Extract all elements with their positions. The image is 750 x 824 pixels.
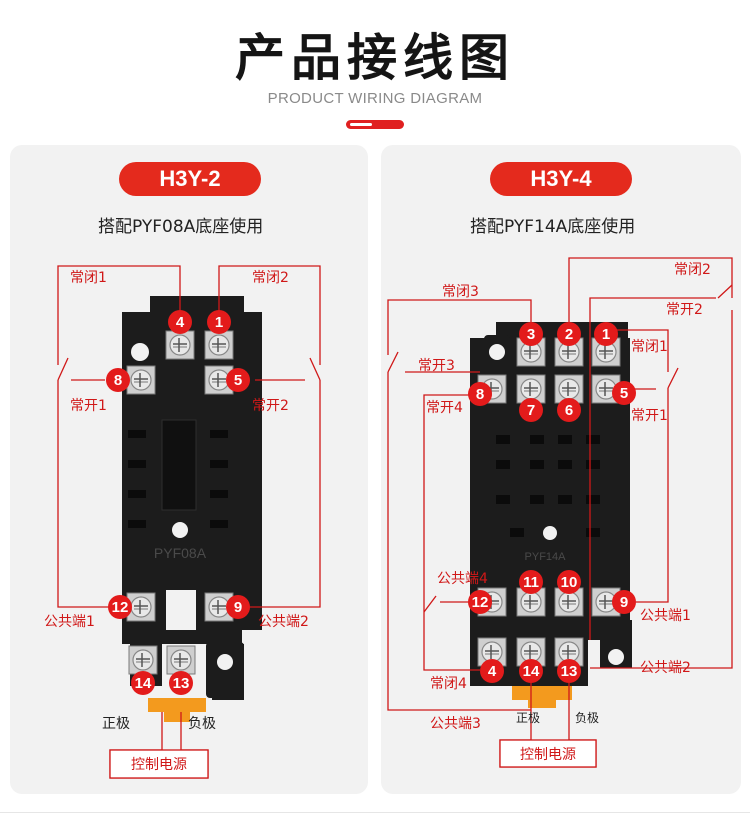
h3y-4-label-nc1: 常闭1 (631, 339, 668, 355)
h3y-4-terminal-7: 7 (527, 402, 535, 419)
h3y-4-terminal-8: 8 (476, 386, 484, 403)
h3y-4-label-nc4: 常闭4 (430, 676, 467, 692)
title-divider-highlight (350, 123, 372, 126)
h3y-4-base-marking: PYF14A (525, 551, 567, 563)
h3y-2-switches (57, 357, 321, 381)
h3y-2-label-positive: 正极 (102, 716, 130, 732)
h3y-2-terminal-9: 9 (234, 599, 242, 616)
h3y-2-terminal-14: 14 (135, 675, 152, 692)
h3y-2-orange-tab (148, 698, 206, 722)
model-badge-h3y-4: H3Y-4 (490, 162, 632, 196)
title-divider (346, 120, 404, 129)
h3y-4-label-no1: 常开1 (631, 408, 668, 424)
h3y-4-terminal-9: 9 (620, 594, 628, 611)
h3y-4-orange-tab (512, 686, 572, 708)
h3y-4-terminal-14: 14 (523, 663, 540, 680)
h3y-4-terminal-1: 1 (602, 326, 610, 343)
h3y-4-power-box (499, 739, 597, 768)
h3y-4-label-com1: 公共端1 (640, 608, 691, 624)
h3y-4-terminal-12: 12 (472, 594, 489, 611)
h3y-4-terminal-10: 10 (561, 574, 578, 591)
h3y-2-label-com2: 公共端2 (258, 614, 309, 630)
h3y-2-screw-1 (204, 330, 234, 360)
h3y-2-terminal-4: 4 (176, 314, 185, 331)
h3y-2-label-nc2: 常闭2 (252, 270, 289, 286)
h3y-2-screw-13 (166, 645, 196, 675)
h3y-2-terminal-5: 5 (234, 372, 242, 389)
socket-note-h3y-4: 搭配PYF14A底座使用 (470, 217, 636, 237)
h3y-4-markers: 3 2 1 8 7 6 5 11 10 12 9 4 14 13 (468, 322, 636, 683)
h3y-2-label-com1: 公共端1 (44, 614, 95, 630)
h3y-2-label-no2: 常开2 (252, 398, 289, 414)
h3y-4-label-nc2: 常闭2 (674, 262, 711, 278)
bottom-divider (0, 812, 750, 813)
h3y-4-label-com2: 公共端2 (640, 660, 691, 676)
h3y-2-screw-14 (128, 645, 158, 675)
socket-note-h3y-2: 搭配PYF08A底座使用 (98, 217, 264, 237)
page-title: 产品接线图 (235, 29, 515, 87)
h3y-2-screw-8 (126, 365, 156, 395)
h3y-4-label-positive: 正极 (516, 711, 540, 725)
h3y-2-label-power: 控制电源 (131, 757, 187, 773)
h3y-4-label-no3: 常开3 (418, 358, 455, 374)
h3y-4-label-com4: 公共端4 (437, 571, 488, 587)
h3y-4-terminal-5: 5 (620, 385, 628, 402)
h3y-2-markers: 4 1 8 5 12 9 14 13 (106, 310, 250, 695)
h3y-2-base-marking: PYF08A (154, 545, 207, 561)
h3y-2-terminal-12: 12 (112, 599, 129, 616)
h3y-4-terminal-4: 4 (488, 663, 497, 680)
h3y-4-terminal-6: 6 (565, 402, 573, 419)
h3y-4-label-no2: 常开2 (666, 302, 703, 318)
h3y-4-terminal-2: 2 (565, 326, 573, 343)
h3y-2-terminal-13: 13 (173, 675, 190, 692)
h3y-2-label-no1: 常开1 (70, 398, 107, 414)
h3y-4-terminal-11: 11 (523, 574, 539, 591)
h3y-2-label-negative: 负极 (188, 716, 216, 732)
h3y-2-terminal-8: 8 (114, 372, 122, 389)
h3y-4-label-nc3: 常闭3 (442, 284, 479, 300)
page-subtitle: PRODUCT WIRING DIAGRAM (267, 90, 483, 107)
h3y-4-label-com3: 公共端3 (430, 716, 481, 732)
h3y-2-label-nc1: 常闭1 (70, 270, 107, 286)
h3y-2-terminal-1: 1 (215, 314, 223, 331)
h3y-2-power-box (109, 749, 209, 779)
h3y-4-label-no4: 常开4 (426, 400, 463, 416)
h3y-4-terminal-13: 13 (561, 663, 578, 680)
model-badge-h3y-2: H3Y-2 (119, 162, 261, 196)
h3y-4-switches (387, 284, 733, 613)
h3y-2-screw-4 (165, 330, 195, 360)
h3y-4-terminal-3: 3 (527, 326, 535, 343)
h3y-4-label-power: 控制电源 (520, 747, 576, 763)
h3y-4-label-negative: 负极 (575, 711, 599, 725)
